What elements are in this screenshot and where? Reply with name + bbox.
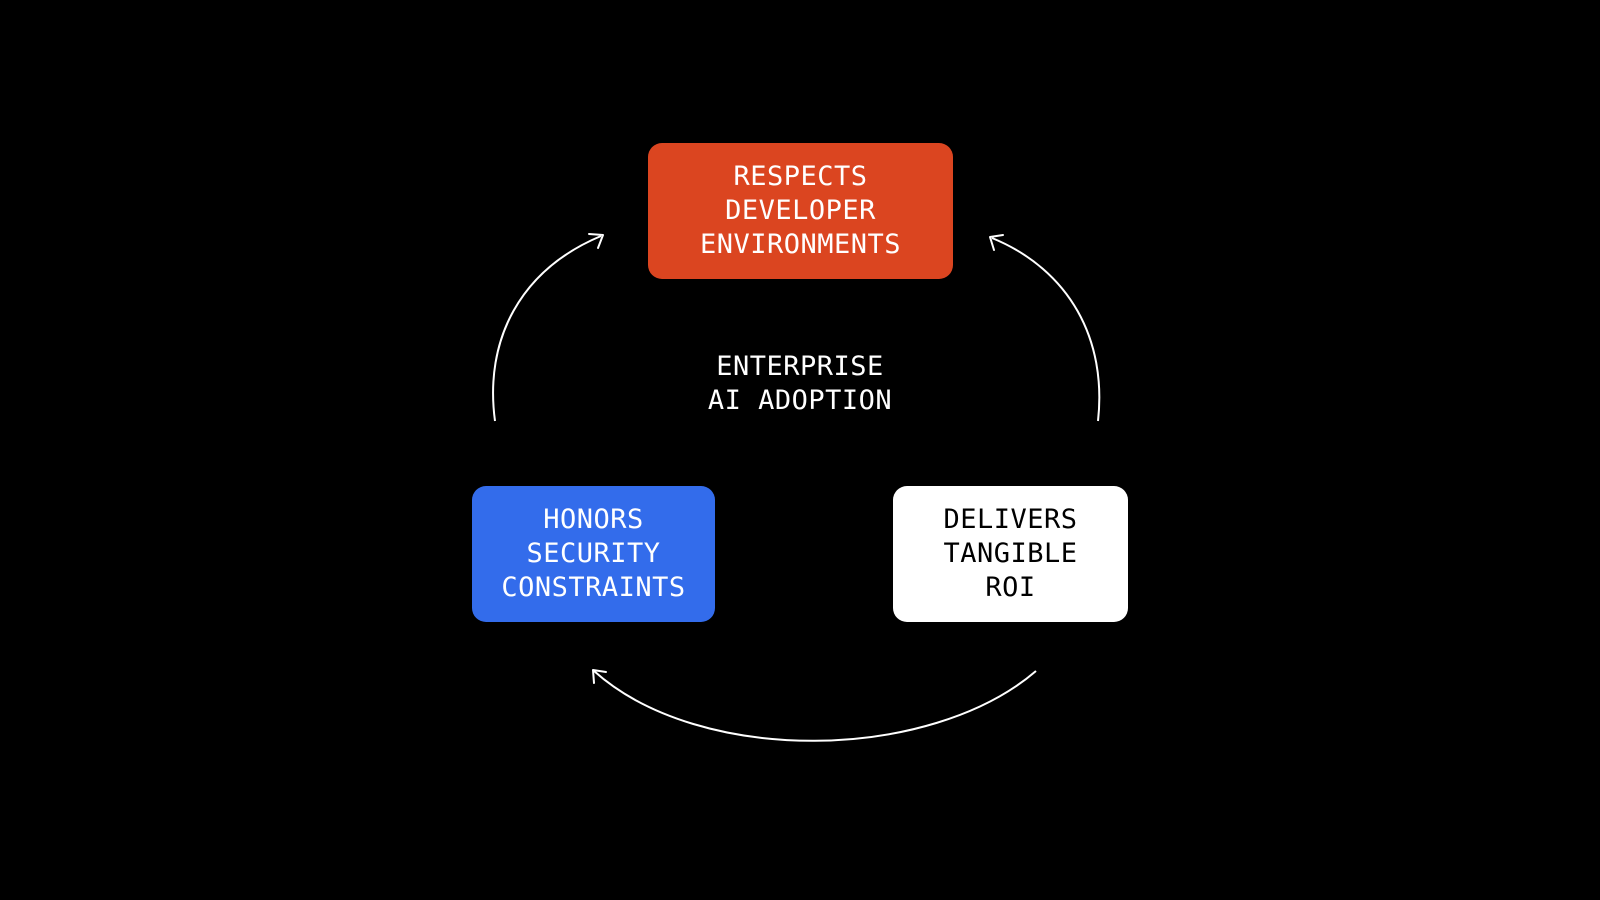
node-left-line-2: SECURITY: [526, 538, 661, 569]
node-top-line-3: ENVIRONMENTS: [699, 229, 902, 260]
arrow-right-to-left: [593, 670, 1037, 742]
center-label-line-2: AI ADOPTION: [707, 385, 893, 416]
arrow-right-to-top-head: [989, 234, 1004, 251]
node-top-line-1: RESPECTS: [733, 161, 868, 192]
node-delivers-tangible-roi: DELIVERS TANGIBLE ROI: [893, 486, 1128, 622]
center-label: ENTERPRISE AI ADOPTION: [650, 348, 950, 420]
node-left-line-1: HONORS: [543, 504, 644, 535]
node-respects-developer-environments: RESPECTS DEVELOPER ENVIRONMENTS: [648, 143, 953, 279]
node-right-line-1: DELIVERS: [943, 504, 1078, 535]
node-right-line-2: TANGIBLE: [943, 538, 1078, 569]
node-right-line-3: ROI: [985, 572, 1036, 603]
arrow-left-to-top-head: [588, 233, 604, 249]
node-top-line-2: DEVELOPER: [725, 195, 876, 226]
node-left-line-3: CONSTRAINTS: [501, 572, 686, 603]
center-label-line-1: ENTERPRISE: [716, 351, 884, 382]
arrow-right-to-top: [991, 237, 1101, 422]
arrow-right-to-left-head: [592, 669, 607, 684]
node-honors-security-constraints: HONORS SECURITY CONSTRAINTS: [472, 486, 715, 622]
arrow-left-to-top: [492, 235, 602, 422]
